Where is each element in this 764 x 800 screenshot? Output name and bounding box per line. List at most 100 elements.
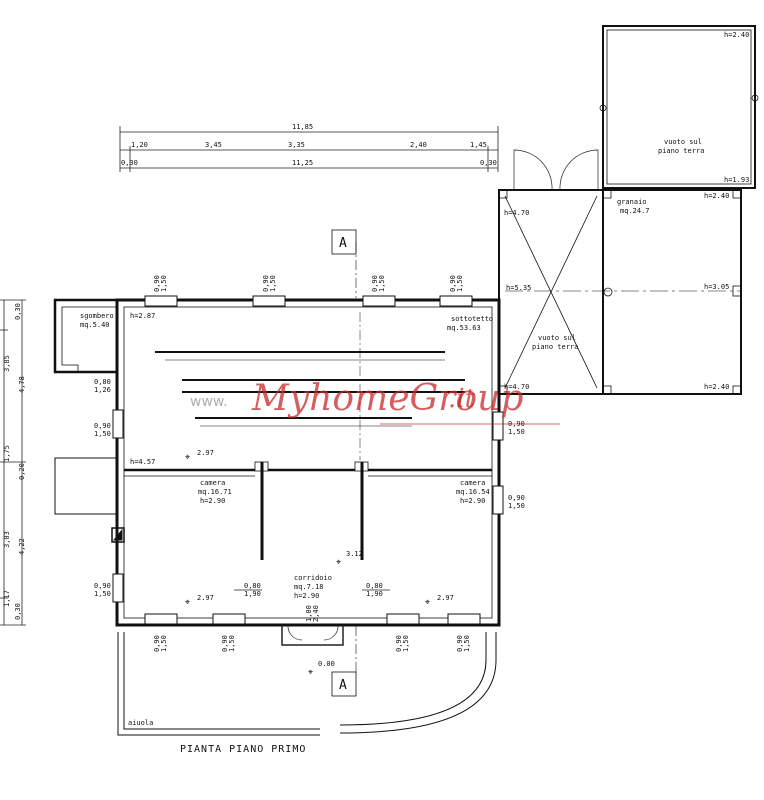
top-dimension-chain xyxy=(119,126,499,172)
dim-left-2: 3,85 xyxy=(3,355,11,372)
height-240-top: h=2.40 xyxy=(724,31,749,39)
dim-left-5: 1,17 xyxy=(3,590,11,607)
win-bot4-a: 0,90 xyxy=(456,635,464,652)
win-top4-a: 0,90 xyxy=(449,275,457,292)
win-top2-b: 1,50 xyxy=(269,275,277,292)
level-5: 0.00 xyxy=(318,660,335,668)
win-top1-b: 1,50 xyxy=(160,275,168,292)
watermark: www. MyhomeGroup .it xyxy=(190,372,570,432)
sgombero-name: sgombero xyxy=(80,312,114,320)
dim-left-3: 1,75 xyxy=(3,445,11,462)
win-top4-b: 1,50 xyxy=(456,275,464,292)
camera-right-area: mq.16.54 xyxy=(456,488,490,496)
height-305: h=3.05 xyxy=(704,283,729,291)
dim-total-outer: 11,85 xyxy=(292,123,313,131)
win-left-low-a: 0,90 xyxy=(94,582,111,590)
win-bot3-b: 1,50 xyxy=(402,635,410,652)
plan-title: PIANTA PIANO PRIMO xyxy=(180,744,306,755)
aiuola-borders xyxy=(117,632,497,736)
corridoio-name: corridoio xyxy=(294,574,332,582)
watermark-brand: MyhomeGroup xyxy=(252,378,524,419)
top-window-labels: 0,90 1,50 0,90 1,50 0,90 1,50 0,90 1,50 … xyxy=(153,275,471,652)
dim-seg-2: 3,45 xyxy=(205,141,222,149)
win-bot2-b: 1,50 xyxy=(228,635,236,652)
dim-left-4: 3,03 xyxy=(3,531,11,548)
win-left-up-a: 0,80 xyxy=(94,378,111,386)
dim-seg-4: 2,40 xyxy=(410,141,427,149)
win-top2-a: 0,90 xyxy=(262,275,270,292)
entrance-a: 1,00 xyxy=(305,605,313,622)
win-top1-a: 0,90 xyxy=(153,275,161,292)
camera-left-name: camera xyxy=(200,479,225,487)
height-470-top: h=4.70 xyxy=(504,209,529,217)
height-287: h=2.87 xyxy=(130,312,155,320)
vuoto-mid-line2: piano terra xyxy=(532,343,578,351)
door-lines xyxy=(234,589,390,646)
sgombero-walls xyxy=(53,298,117,374)
watermark-prefix: www. xyxy=(190,394,228,410)
dim-left-in-3: 4,22 xyxy=(18,538,26,555)
vuoto-mid-line1: vuoto sul xyxy=(538,334,576,342)
height-240-bot: h=2.40 xyxy=(704,383,729,391)
sottotetto-name: sottotetto xyxy=(451,315,493,323)
top-windows xyxy=(144,295,481,625)
camera-right-name: camera xyxy=(460,479,485,487)
dim-seg-5: 1,45 xyxy=(470,141,487,149)
win-right-cam-a: 0,90 xyxy=(508,494,525,502)
win-right-mid-b: 1,50 xyxy=(508,428,525,436)
sottotetto-area: mq.53.63 xyxy=(447,324,481,332)
corridoio-height: h=2.90 xyxy=(294,592,319,600)
sgombero-area: mq.5.40 xyxy=(80,321,110,329)
aiuola-label: aiuola xyxy=(128,719,153,727)
dim-offset-left: 0,30 xyxy=(121,159,138,167)
height-457: h=4.57 xyxy=(130,458,155,466)
dim-seg-1: 1,20 xyxy=(131,141,148,149)
level-1-symbol: ⌖ xyxy=(185,453,190,463)
level-4: 3.12 xyxy=(346,550,363,558)
level-3: 2.97 xyxy=(437,594,454,602)
win-left-low-b: 1,50 xyxy=(94,590,111,598)
side-windows xyxy=(112,409,504,603)
level-5-symbol: ⌖ xyxy=(308,668,313,678)
win-left-mid-b: 1,50 xyxy=(94,430,111,438)
dim-left-in-2: 0,20 xyxy=(18,463,26,480)
win-bot1-b: 1,50 xyxy=(160,635,168,652)
camera-left-area: mq.16.71 xyxy=(198,488,232,496)
dim-left-1: 0,30 xyxy=(14,303,22,320)
section-line-a xyxy=(331,229,357,697)
height-470-bot: h=4.70 xyxy=(504,383,529,391)
vuoto-top-line2: piano terra xyxy=(658,147,704,155)
annex-vuoto-top xyxy=(599,25,759,189)
door-labels: 0,80 1,90 0,80 1,90 1,00 2,40 xyxy=(244,582,383,622)
section-mark-top: A xyxy=(339,236,347,251)
win-bot1-a: 0,90 xyxy=(153,635,161,652)
win-left-mid-a: 0,90 xyxy=(94,422,111,430)
entrance-b: 2,40 xyxy=(312,605,320,622)
left-dim-labels: 0,30 3,85 1,75 3,03 1,17 0,30 4,78 0,20 … xyxy=(3,303,26,620)
dim-left-6: 0,30 xyxy=(14,603,22,620)
level-2-symbol: ⌖ xyxy=(185,598,190,608)
door-right-a: 0,80 xyxy=(366,582,383,590)
win-left-up-b: 1,26 xyxy=(94,386,111,394)
dim-total-inner: 11,25 xyxy=(292,159,313,167)
height-535: h=5.35 xyxy=(506,284,531,292)
section-mark-bottom: A xyxy=(339,678,347,693)
door-left-a: 0,80 xyxy=(244,582,261,590)
level-markers: ⌖ 2.97 ⌖ 2.97 ⌖ 2.97 ⌖ 3.12 ⌖ 0.00 xyxy=(185,449,454,678)
win-right-cam-b: 1,50 xyxy=(508,502,525,510)
door-left-b: 1,90 xyxy=(244,590,261,598)
dim-offset-right: 0,30 xyxy=(480,159,497,167)
watermark-suffix: .it xyxy=(448,384,476,414)
granaio-name: granaio xyxy=(617,198,647,206)
win-bot3-a: 0,90 xyxy=(395,635,403,652)
win-bot4-b: 1,50 xyxy=(463,635,471,652)
annex-doors xyxy=(513,149,599,191)
left-stair-block xyxy=(54,457,125,543)
level-1: 2.97 xyxy=(197,449,214,457)
left-dimension-chain xyxy=(0,299,26,626)
height-240-granaio: h=2.40 xyxy=(704,192,729,200)
granaio-area: mq.24.7 xyxy=(620,207,650,215)
door-right-b: 1,90 xyxy=(366,590,383,598)
win-bot2-a: 0,90 xyxy=(221,635,229,652)
